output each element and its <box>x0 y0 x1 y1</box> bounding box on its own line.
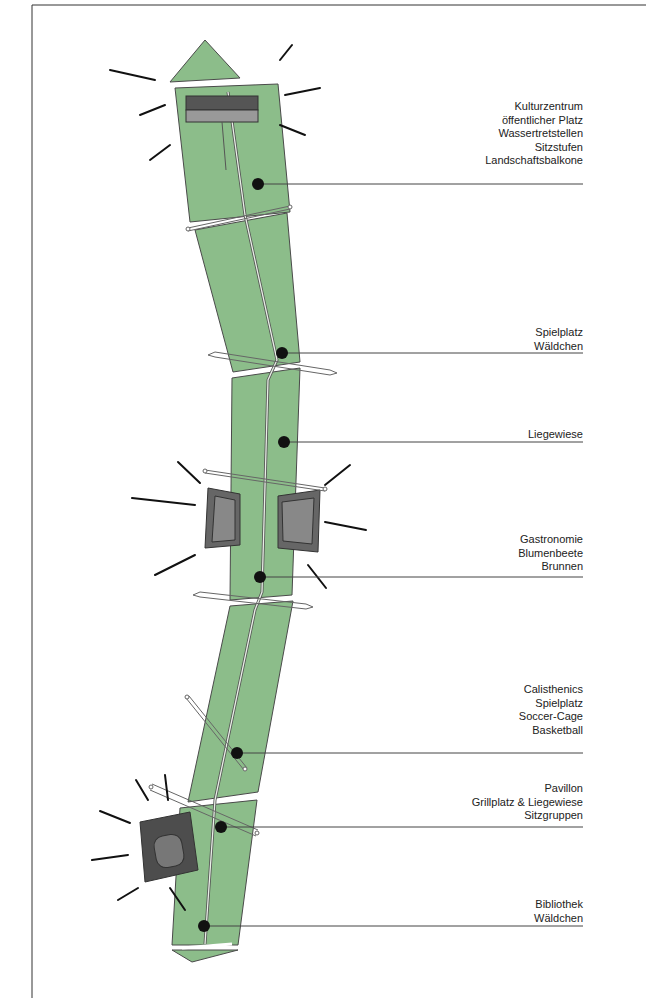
location-dots <box>198 178 290 932</box>
feature-label: Sitzgruppen <box>524 809 583 823</box>
frame <box>32 5 646 998</box>
feature-label: Blumenbeete <box>518 547 583 561</box>
feature-label: Bibliothek <box>535 898 583 912</box>
leader-lines <box>204 184 583 926</box>
feature-label: Gastronomie <box>520 533 583 547</box>
feature-label: Wäldchen <box>534 340 583 354</box>
feature-label: Sitzstufen <box>535 141 583 155</box>
feature-label: Grillplatz & Liegewiese <box>472 796 583 810</box>
feature-label: Spielplatz <box>535 326 583 340</box>
feature-label: Wassertretstellen <box>498 127 583 141</box>
feature-label: Pavillon <box>544 782 583 796</box>
feature-label: Landschaftsbalkone <box>485 154 583 168</box>
feature-label: öffentlicher Platz <box>502 114 583 128</box>
rays <box>92 45 366 910</box>
feature-label: Soccer-Cage <box>519 710 583 724</box>
feature-label: Basketball <box>532 724 583 738</box>
feature-label: Kulturzentrum <box>515 100 583 114</box>
feature-label: Calisthenics <box>524 683 583 697</box>
buildings <box>140 96 320 882</box>
feature-label: Wäldchen <box>534 912 583 926</box>
feature-label: Brunnen <box>541 560 583 574</box>
feature-label: Spielplatz <box>535 697 583 711</box>
feature-label: Liegewiese <box>528 428 583 442</box>
